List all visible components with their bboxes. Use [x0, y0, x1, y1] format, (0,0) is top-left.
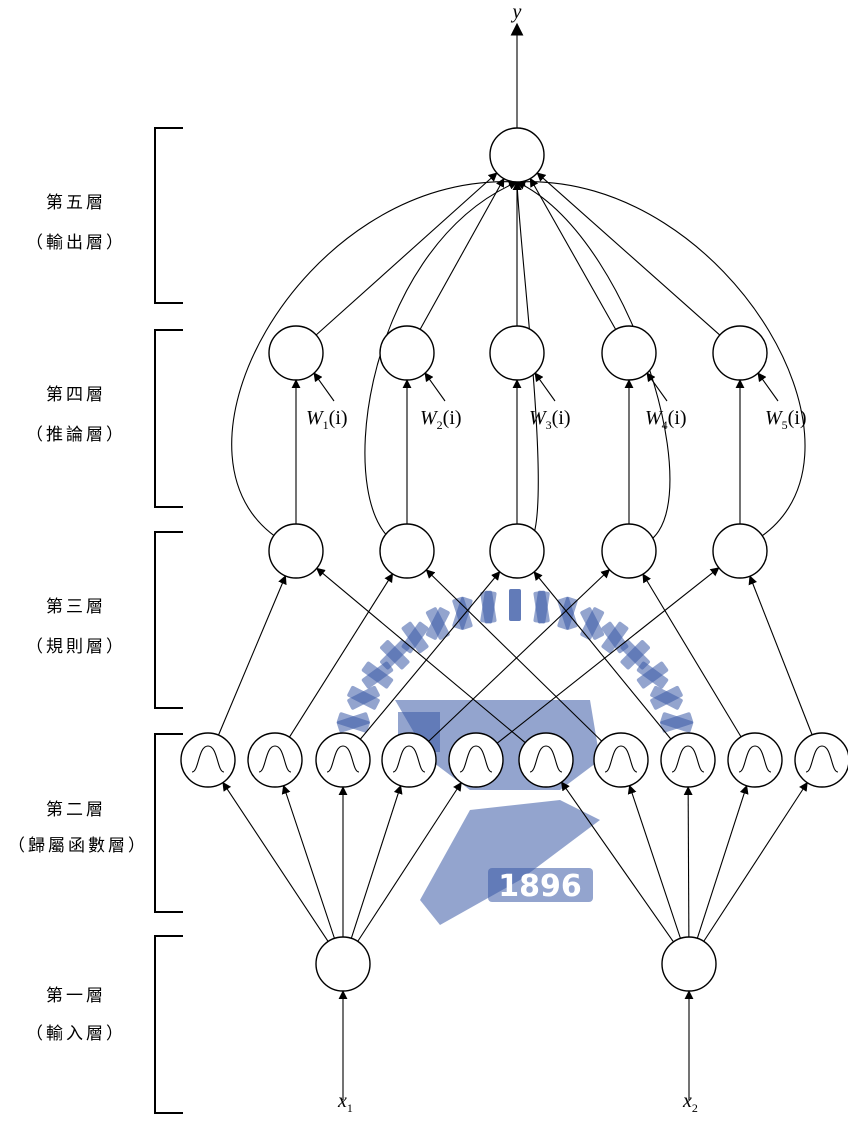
rule-node-2: [380, 524, 434, 578]
connection-arrow: [425, 373, 445, 401]
bracket-layer-2: [155, 734, 183, 912]
weight-label-w4: W4(i): [645, 407, 687, 432]
layer4-desc: （推論層）: [26, 425, 126, 445]
layer1-desc: （輸入層）: [26, 1024, 126, 1044]
membership-node-8: [661, 733, 715, 787]
rule-node-4: [602, 524, 656, 578]
rule-node-1: [269, 524, 323, 578]
weight-label-w3: W3(i): [529, 407, 571, 432]
connection-arrow: [697, 786, 746, 939]
membership-node-3: [316, 733, 370, 787]
connection-arrow: [218, 576, 285, 735]
input-label-x1: x1: [337, 1090, 353, 1115]
inference-node-1: [269, 326, 323, 380]
connection-arrow: [561, 782, 673, 942]
connection-arrow: [314, 373, 334, 401]
membership-node-9: [728, 733, 782, 787]
weight-label-w1: W1(i): [306, 407, 348, 432]
weight-label-w5: W5(i): [765, 407, 807, 432]
connection-arrow: [420, 179, 504, 330]
input-node-1: [316, 937, 370, 991]
membership-node-4: [382, 733, 436, 787]
layer2-name: 第二層: [46, 800, 106, 820]
bracket-layer-4: [155, 330, 183, 507]
layer4-name: 第四層: [46, 385, 106, 405]
connection-arrow: [688, 787, 689, 937]
connection-arrow: [351, 786, 400, 939]
inference-node-5: [713, 326, 767, 380]
connection-arrow: [704, 783, 808, 942]
layer1-name: 第一層: [46, 986, 106, 1006]
bracket-layer-5: [155, 128, 183, 303]
input-label-x2: x2: [682, 1090, 698, 1115]
connection-arrow: [316, 173, 497, 335]
bracket-layer-3: [155, 532, 183, 708]
connection-arrow: [535, 373, 555, 401]
membership-node-6: [519, 733, 573, 787]
connection-arrow: [643, 574, 741, 737]
inference-node-2: [380, 326, 434, 380]
connection-arrow: [758, 373, 778, 401]
watermark-year: 1896: [498, 869, 582, 904]
inference-node-3: [490, 326, 544, 380]
weight-label-w2: W2(i): [420, 407, 462, 432]
rule-node-3: [490, 524, 544, 578]
inference-node-4: [602, 326, 656, 380]
layer-labels: 第五層 （輸出層） 第四層 （推論層） 第三層 （規則層） 第二層 （歸屬函數層…: [8, 193, 148, 1044]
connection-arrow: [530, 179, 615, 330]
connection-arrow: [284, 786, 335, 939]
bracket-layer-1: [155, 936, 183, 1113]
rule-node-5: [713, 524, 767, 578]
connection-arrow: [647, 373, 667, 401]
membership-node-7: [594, 733, 648, 787]
output-node: [490, 128, 544, 182]
layer3-name: 第三層: [46, 597, 106, 617]
output-label-y: y: [511, 1, 522, 23]
membership-node-5: [449, 733, 503, 787]
membership-node-10: [795, 733, 848, 787]
layer5-name: 第五層: [46, 193, 106, 213]
layer-brackets: [155, 128, 183, 1113]
connection-arrow: [537, 173, 720, 335]
membership-node-2: [248, 733, 302, 787]
layer3-desc: （規則層）: [26, 637, 126, 657]
layer2-desc: （歸屬函數層）: [8, 836, 148, 856]
connection-arrow: [223, 783, 328, 942]
connection-arrow: [750, 576, 812, 735]
input-node-2: [662, 937, 716, 991]
membership-node-1: [181, 733, 235, 787]
layer5-desc: （輸出層）: [26, 233, 126, 253]
seal-tooth: [509, 589, 521, 621]
